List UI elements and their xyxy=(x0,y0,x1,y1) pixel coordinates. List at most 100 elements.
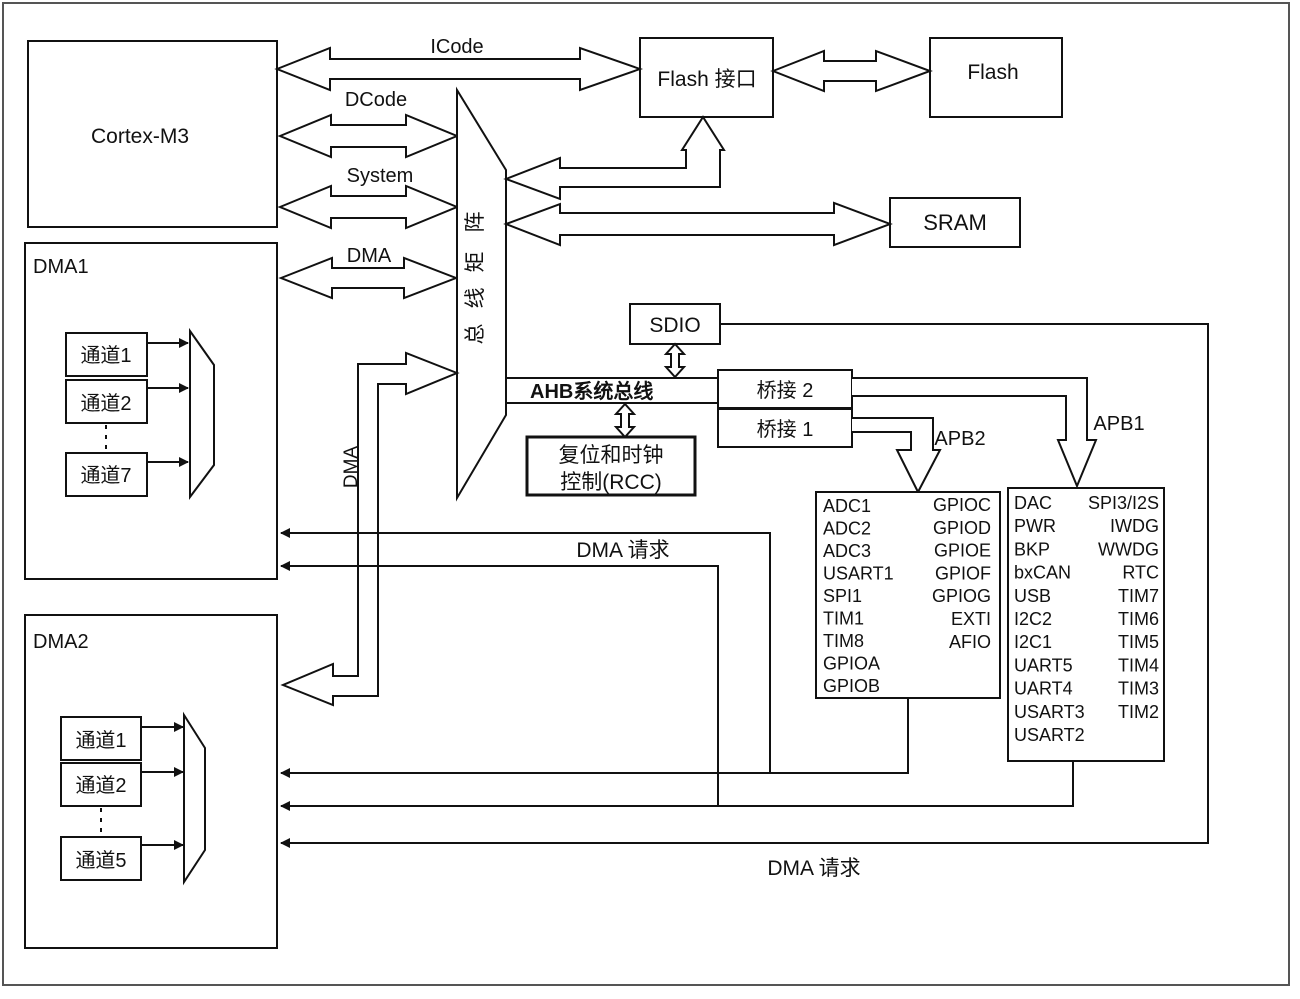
peripheral-tim5: TIM5 xyxy=(1118,632,1159,652)
peripheral-gpiod: GPIOD xyxy=(933,518,991,538)
dma1-channel-2-label: 通道2 xyxy=(80,392,131,415)
peripheral-tim4: TIM4 xyxy=(1118,655,1159,675)
peripheral-adc2: ADC2 xyxy=(823,519,871,539)
dma2-channel-1 xyxy=(60,716,142,761)
dma1-request-line-1 xyxy=(280,528,771,773)
flash-interface-label: Flash 接口 xyxy=(657,68,756,91)
outer-frame xyxy=(2,2,1290,986)
peripheral-i2c1: I2C1 xyxy=(1014,632,1052,652)
dma-bus-label: DMA xyxy=(347,245,392,267)
sram-label: SRAM xyxy=(923,210,987,235)
apb2-bus-arrow xyxy=(852,417,942,495)
dma2-channel-5 xyxy=(60,836,142,881)
peripheral-uart4: UART4 xyxy=(1014,679,1073,699)
peripheral-dac: DAC xyxy=(1014,493,1052,513)
dma-request-label-1: DMA 请求 xyxy=(576,539,669,562)
peripheral-spi3-i2s: SPI3/I2S xyxy=(1088,493,1159,513)
flash-interface-block xyxy=(639,37,774,118)
peripheral-tim1: TIM1 xyxy=(823,609,864,629)
cortex-m3-block xyxy=(27,40,278,228)
rcc-label-line1: 复位和时钟 xyxy=(559,444,664,467)
dma2-bus-vertical-label: DMA xyxy=(341,446,362,489)
cortex-m3-label: Cortex-M3 xyxy=(91,125,189,148)
peripheral-tim8: TIM8 xyxy=(823,631,864,651)
matrix-to-flash-interface-arrow xyxy=(503,115,726,201)
dma1-channels: 通道1 通道2 通道7 xyxy=(65,327,215,500)
peripheral-gpioe: GPIOE xyxy=(934,541,991,561)
dma1-channel-1-label: 通道1 xyxy=(80,344,131,367)
dma2-request-line-sdio xyxy=(280,323,1209,848)
dma2-arbiter-mux xyxy=(183,711,206,886)
dma2-channel-2-label: 通道2 xyxy=(75,774,126,797)
peripheral-afio: AFIO xyxy=(949,632,991,652)
peripheral-usb: USB xyxy=(1014,586,1051,606)
bridge-2-label: 桥接 2 xyxy=(757,379,814,402)
peripheral-gpioa: GPIOA xyxy=(823,654,880,674)
dma1-block xyxy=(24,242,278,580)
bridge-1-label: 桥接 1 xyxy=(757,418,814,441)
peripheral-gpiof: GPIOF xyxy=(935,563,991,583)
flash-interface-to-flash-arrow xyxy=(770,49,933,93)
apb1-peripherals-block xyxy=(1007,487,1165,762)
peripheral-tim2: TIM2 xyxy=(1118,702,1159,722)
flash-block xyxy=(929,37,1063,118)
dma2-label: DMA2 xyxy=(33,631,89,653)
bridge-2-block xyxy=(717,369,853,409)
apb1-peripheral-list-left: DACPWRBKPbxCANUSBI2C2I2C1UART5UART4USART… xyxy=(1014,493,1085,745)
dma-request-label-2: DMA 请求 xyxy=(767,857,860,880)
icode-bus-arrow xyxy=(274,46,644,92)
peripheral-gpioc: GPIOC xyxy=(933,495,991,515)
peripheral-usart1: USART1 xyxy=(823,564,894,584)
peripheral-tim3: TIM3 xyxy=(1118,679,1159,699)
sram-block xyxy=(889,197,1021,248)
rcc-label-line2: 控制(RCC) xyxy=(560,471,661,494)
peripheral-pwr: PWR xyxy=(1014,516,1056,536)
peripheral-uart5: UART5 xyxy=(1014,655,1073,675)
peripheral-adc1: ADC1 xyxy=(823,496,871,516)
peripheral-wwdg: WWDG xyxy=(1098,539,1159,559)
peripheral-tim7: TIM7 xyxy=(1118,586,1159,606)
peripheral-iwdg: IWDG xyxy=(1110,516,1159,536)
dma1-channel-1 xyxy=(65,332,148,377)
sdio-ahb-arrow xyxy=(663,342,687,379)
dma1-label: DMA1 xyxy=(33,256,89,278)
apb1-peripheral-list-right: SPI3/I2S IWDG WWDG RTC TIM7TIM6TIM5TIM4TIM3T… xyxy=(1088,493,1159,722)
dma2-channels: 通道1 通道2 通道5 xyxy=(60,711,206,886)
rcc-ahb-arrow xyxy=(613,402,637,439)
peripheral-i2c2: I2C2 xyxy=(1014,609,1052,629)
bridge-1-block xyxy=(717,408,853,448)
bus-matrix-char-4: 阵 xyxy=(464,212,487,233)
system-label: System xyxy=(347,165,414,187)
system-bus-arrow xyxy=(277,184,460,230)
dma2-channel-5-label: 通道5 xyxy=(75,849,126,872)
peripheral-usart2: USART2 xyxy=(1014,725,1085,745)
dma2-request-line-apb2 xyxy=(280,698,909,778)
dma2-channel-1-label: 通道1 xyxy=(75,729,126,752)
dcode-bus-arrow xyxy=(277,113,460,159)
apb1-label: APB1 xyxy=(1093,413,1144,435)
dcode-label: DCode xyxy=(345,89,407,111)
sdio-label: SDIO xyxy=(649,314,700,337)
peripheral-bxcan: bxCAN xyxy=(1014,563,1071,583)
dma1-request-line-2 xyxy=(280,561,719,806)
peripheral-spi1: SPI1 xyxy=(823,586,862,606)
peripheral-gpiob: GPIOB xyxy=(823,676,880,696)
dma2-channel-2 xyxy=(60,762,142,807)
bus-matrix-char-2: 线 xyxy=(464,288,487,309)
bus-matrix-block xyxy=(456,86,507,502)
peripheral-rtc: RTC xyxy=(1122,563,1159,583)
dma1-channel-7 xyxy=(65,452,148,497)
peripheral-adc3: ADC3 xyxy=(823,541,871,561)
dma2-bus-arrow xyxy=(280,351,460,707)
dma2-request-line-apb1 xyxy=(280,761,1074,811)
dma1-arbiter-mux xyxy=(189,327,215,500)
rcc-block xyxy=(525,435,697,497)
peripheral-tim6: TIM6 xyxy=(1118,609,1159,629)
ahb-bus-label: AHB系统总线 xyxy=(530,379,653,403)
matrix-to-sram-arrow xyxy=(503,201,893,247)
peripheral-gpiog: GPIOG xyxy=(932,586,991,606)
dma1-channel-2 xyxy=(65,379,148,424)
